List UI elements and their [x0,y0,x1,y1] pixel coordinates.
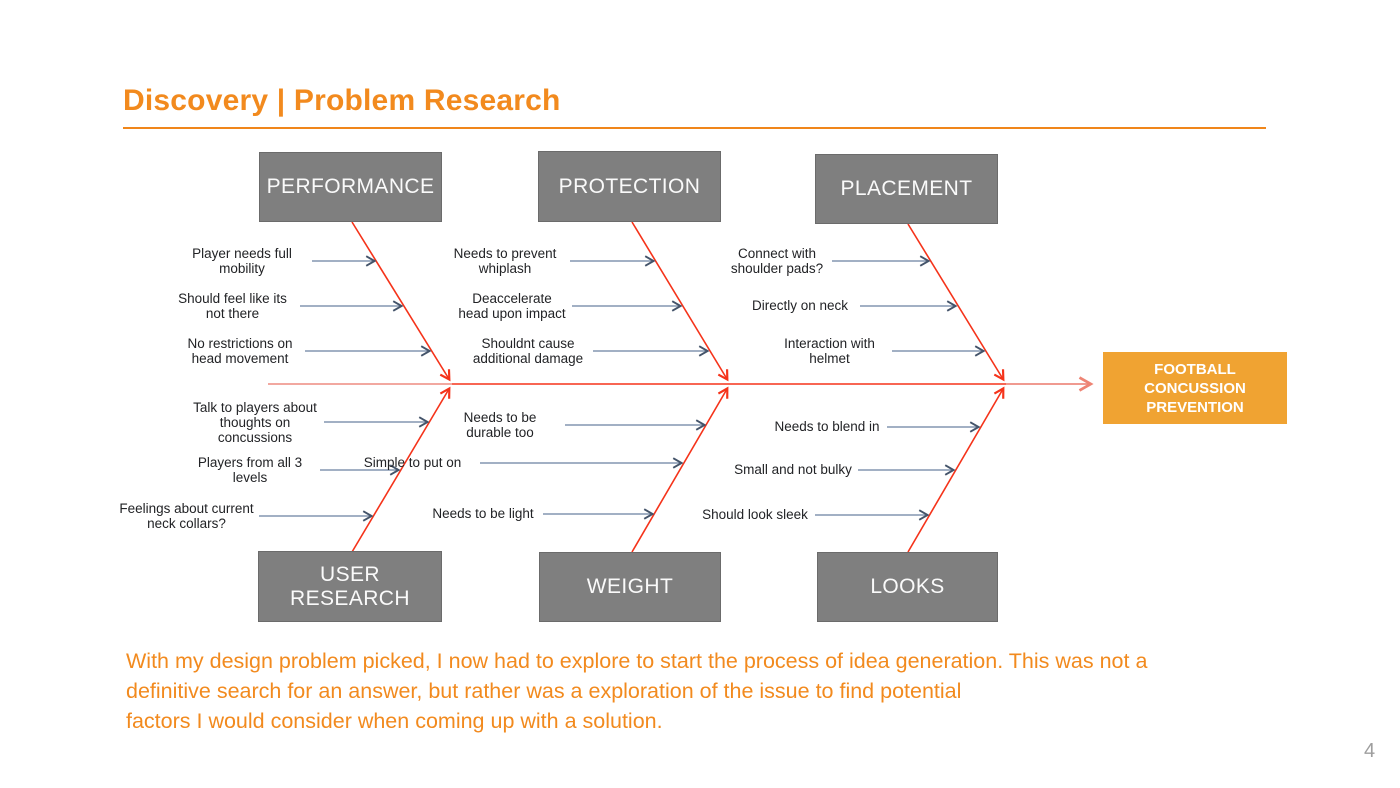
cause-label: Players from all 3 levels [197,455,303,485]
cause-label: Feelings about current neck collars? [119,501,254,531]
cause-label: Small and not bulky [734,462,852,477]
cause-label: Shouldnt cause additional damage [472,336,584,366]
cause-label: No restrictions on head movement [187,336,293,366]
title-underline [123,127,1266,129]
cause-label: Talk to players about thoughts on concus… [193,400,317,445]
cause-label: Needs to prevent whiplash [453,246,557,276]
cause-label: Needs to be durable too [463,410,537,440]
cause-label: Deaccelerate head upon impact [458,291,566,321]
body-text-line: With my design problem picked, I now had… [126,649,1148,673]
category-box-weight: WEIGHT [539,552,721,622]
category-box-user-research: USER RESEARCH [258,551,442,622]
cause-label: Player needs full mobility [192,246,292,276]
effect-box: FOOTBALL CONCUSSION PREVENTION [1103,352,1287,424]
cause-label: Connect with shoulder pads? [730,246,824,276]
category-box-protection: PROTECTION [538,151,721,222]
page-number: 4 [1364,740,1376,762]
page-title: Discovery | Problem Research [123,84,561,117]
category-box-performance: PERFORMANCE [259,152,442,222]
effect-label: FOOTBALL CONCUSSION PREVENTION [1144,360,1246,416]
body-text-line: definitive search for an answer, but rat… [126,679,962,703]
body-text-line: factors I would consider when coming up … [126,709,663,733]
cause-label: Should look sleek [702,507,808,522]
cause-label: Simple to put on [363,455,462,470]
cause-label: Should feel like its not there [178,291,287,321]
category-box-looks: LOOKS [817,552,998,622]
cause-label: Interaction with helmet [784,336,875,366]
cause-label: Needs to be light [432,506,534,521]
cause-label: Needs to blend in [774,419,880,434]
cause-arrows [259,255,986,522]
category-box-placement: PLACEMENT [815,154,998,224]
cause-label: Directly on neck [751,298,849,313]
